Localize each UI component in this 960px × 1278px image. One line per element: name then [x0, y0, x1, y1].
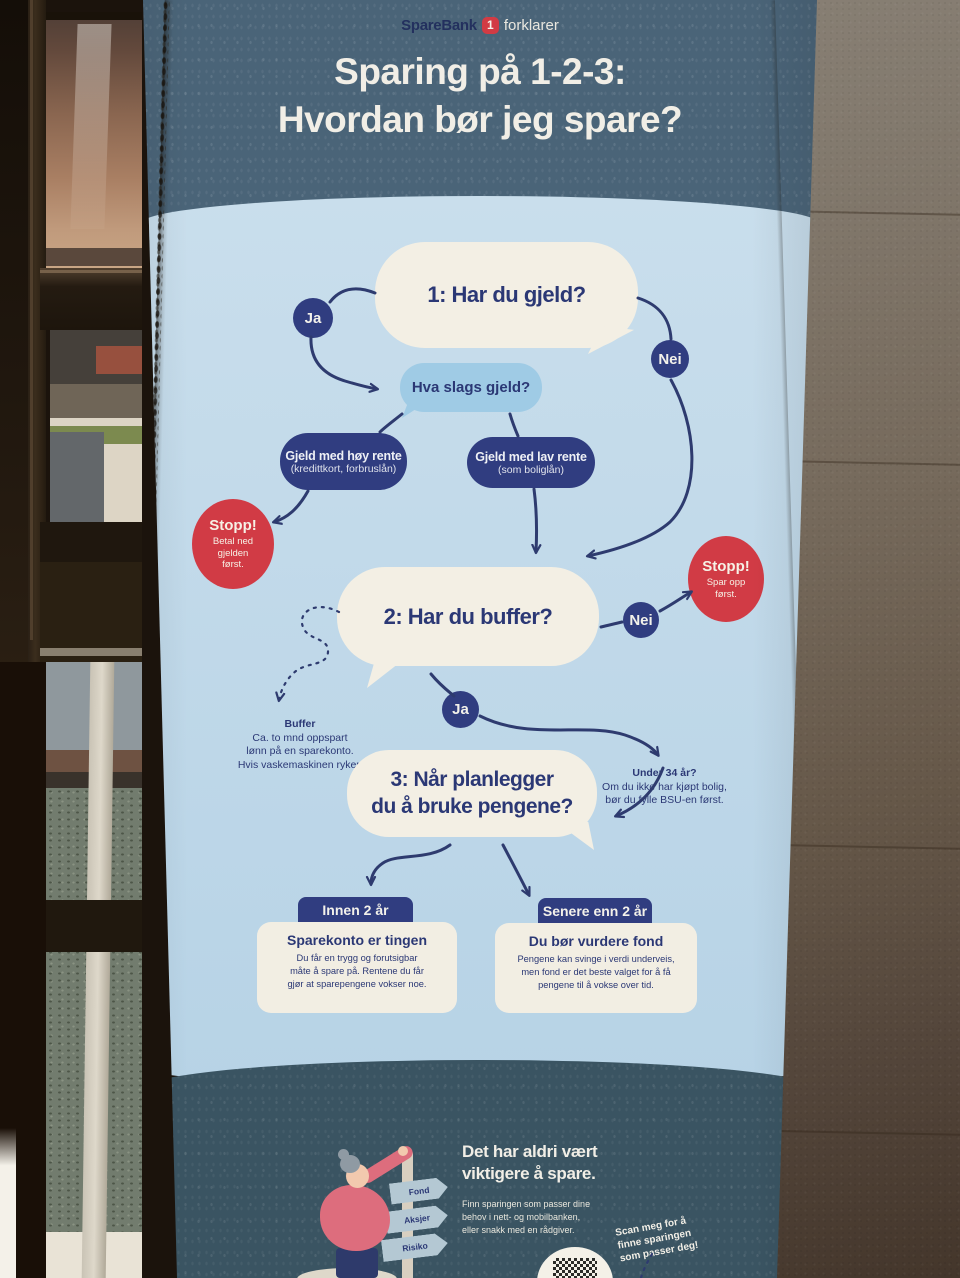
under34-note: Under 34 år? Om du ikke har kjøpt bolig,…: [592, 767, 737, 808]
branch-later-2y: Senere enn 2 år: [538, 898, 652, 924]
window-pane-middle: [50, 330, 142, 522]
question-bubble-2: 2: Har du buffer?: [337, 567, 599, 666]
window-pane-upper: [46, 12, 142, 268]
buffer-note-line: lønn på en sparekonto.: [246, 745, 354, 758]
frame-line: [40, 648, 142, 656]
question-bubble-1: 1: Har du gjeld?: [375, 242, 638, 348]
window-frame-highlight: [30, 0, 33, 640]
pane-sill: [46, 248, 142, 266]
footer-body: Finn sparingen som passer dine behov i n…: [462, 1198, 662, 1237]
pane-mid: [50, 384, 142, 418]
footer-headline-line1: Det har aldri vært: [462, 1142, 598, 1161]
footer-body-line: eller snakk med en rådgiver.: [462, 1225, 575, 1236]
pane-reflection: [70, 24, 112, 229]
stop-left-line: Betal ned: [212, 535, 254, 547]
under34-note-line: Om du ikke har kjøpt bolig,: [602, 780, 727, 793]
title-line1: Sparing på 1-2-3:: [334, 51, 626, 92]
branch-within-2y: Innen 2 år: [298, 897, 413, 923]
card-line: måte å spare på. Rentene du får: [290, 965, 424, 976]
banner-title: Sparing på 1-2-3: Hvordan bør jeg spare?: [143, 48, 817, 144]
debt-high-box: Gjeld med høy rente (kredittkort, forbru…: [280, 433, 407, 490]
window-pane-lower: [40, 662, 142, 1278]
stop-right-line: først.: [715, 588, 737, 600]
logo-suffix-text: forklarer: [503, 16, 559, 34]
debt-low-box: Gjeld med lav rente (som boliglån): [467, 437, 595, 488]
under34-note-line: bør du fylle BSU-en først.: [605, 794, 724, 807]
under34-note-title: Under 34 år?: [632, 767, 697, 779]
q3-line2: du å bruke pengene?: [371, 794, 573, 818]
card-line: gjør at sparepengene vokser noe.: [287, 978, 427, 989]
footer-body-line: Finn sparingen som passer dine: [462, 1199, 591, 1209]
buffer-note: Buffer Ca. to mnd oppspart lønn på en sp…: [235, 718, 365, 773]
card-line: men fond er det beste valget for å få: [521, 966, 671, 977]
pane-gray-panel: [50, 432, 104, 522]
buffer-note-title: Buffer: [284, 718, 316, 730]
footer-headline-line2: viktigere å spare.: [462, 1164, 596, 1184]
stop-left-badge: Stopp! Betal ned gjelden først.: [192, 499, 274, 589]
stop-right-line: Spar opp: [706, 576, 746, 588]
window-crossbar: [40, 522, 142, 562]
debt-low-title: Gjeld med lav rente: [475, 449, 587, 464]
flow-arrows: [140, 287, 694, 1278]
pane-crossbar: [40, 900, 142, 952]
window-frame-mid: [40, 562, 142, 662]
answer-ja-2: Ja: [442, 691, 479, 728]
crossbar-lip: [40, 270, 142, 273]
card-title: Sparekonto er tingen: [286, 932, 428, 948]
footer-body-line: behov i nett- og mobilbanken,: [462, 1212, 581, 1223]
banner-bottom-band: [143, 1060, 817, 1278]
answer-nei-2: Nei: [623, 602, 659, 638]
question-bubble-3: 3: Når planlegger du å bruke pengene?: [347, 750, 597, 837]
light-sliver: [0, 1128, 16, 1278]
stop-left-line: først.: [222, 559, 244, 571]
rollup-banner: SpareBank 1 forklarer Sparing på 1-2-3: …: [140, 0, 817, 1278]
sparebank-logo: SpareBank 1 forklarer: [143, 14, 817, 36]
pane-building: [96, 346, 142, 374]
logo-badge-1: 1: [481, 16, 499, 34]
illustration-sweater: [320, 1185, 390, 1251]
stop-left-title: Stopp!: [209, 516, 257, 534]
q3-line1: 3: Når planlegger: [390, 768, 554, 792]
card-line: pengene til å vokse over tid.: [538, 979, 654, 990]
card-line: Pengene kan svinge i verdi underveis,: [517, 954, 675, 964]
answer-ja-1: Ja: [293, 298, 333, 338]
debt-low-sub: (som boliglån): [498, 463, 564, 476]
qr-code: [553, 1258, 597, 1278]
stop-right-badge: Stopp! Spar opp først.: [688, 536, 764, 622]
stop-right-title: Stopp!: [702, 557, 750, 575]
buffer-note-line: Hvis vaskemaskinen ryker.: [237, 758, 363, 771]
debt-high-title: Gjeld med høy rente: [285, 448, 402, 463]
debt-high-sub: (kredittkort, forbruslån): [290, 462, 397, 475]
title-line2: Hvordan bør jeg spare?: [277, 99, 683, 141]
answer-nei-1: Nei: [651, 340, 689, 378]
footer-headline: Det har aldri vært viktigere å spare.: [462, 1141, 682, 1185]
pane-top-shadow: [46, 12, 142, 20]
card-line: Du får en trygg og forutsigbar: [296, 953, 418, 963]
stop-left-line: gjelden: [217, 547, 249, 559]
window-crossbar: [40, 268, 142, 330]
fund-card: Du bør vurdere fond Pengene kan svinge i…: [495, 923, 697, 1013]
illustration-pants: [336, 1248, 378, 1278]
savings-account-card: Sparekonto er tingen Du får en trygg og …: [257, 922, 457, 1013]
illustration-hand: [398, 1146, 408, 1156]
illustration-hair-bun: [338, 1149, 349, 1160]
buffer-note-line: Ca. to mnd oppspart: [252, 731, 348, 744]
card-title: Du bør vurdere fond: [528, 933, 664, 949]
logo-brand-text: SpareBank: [401, 16, 477, 34]
